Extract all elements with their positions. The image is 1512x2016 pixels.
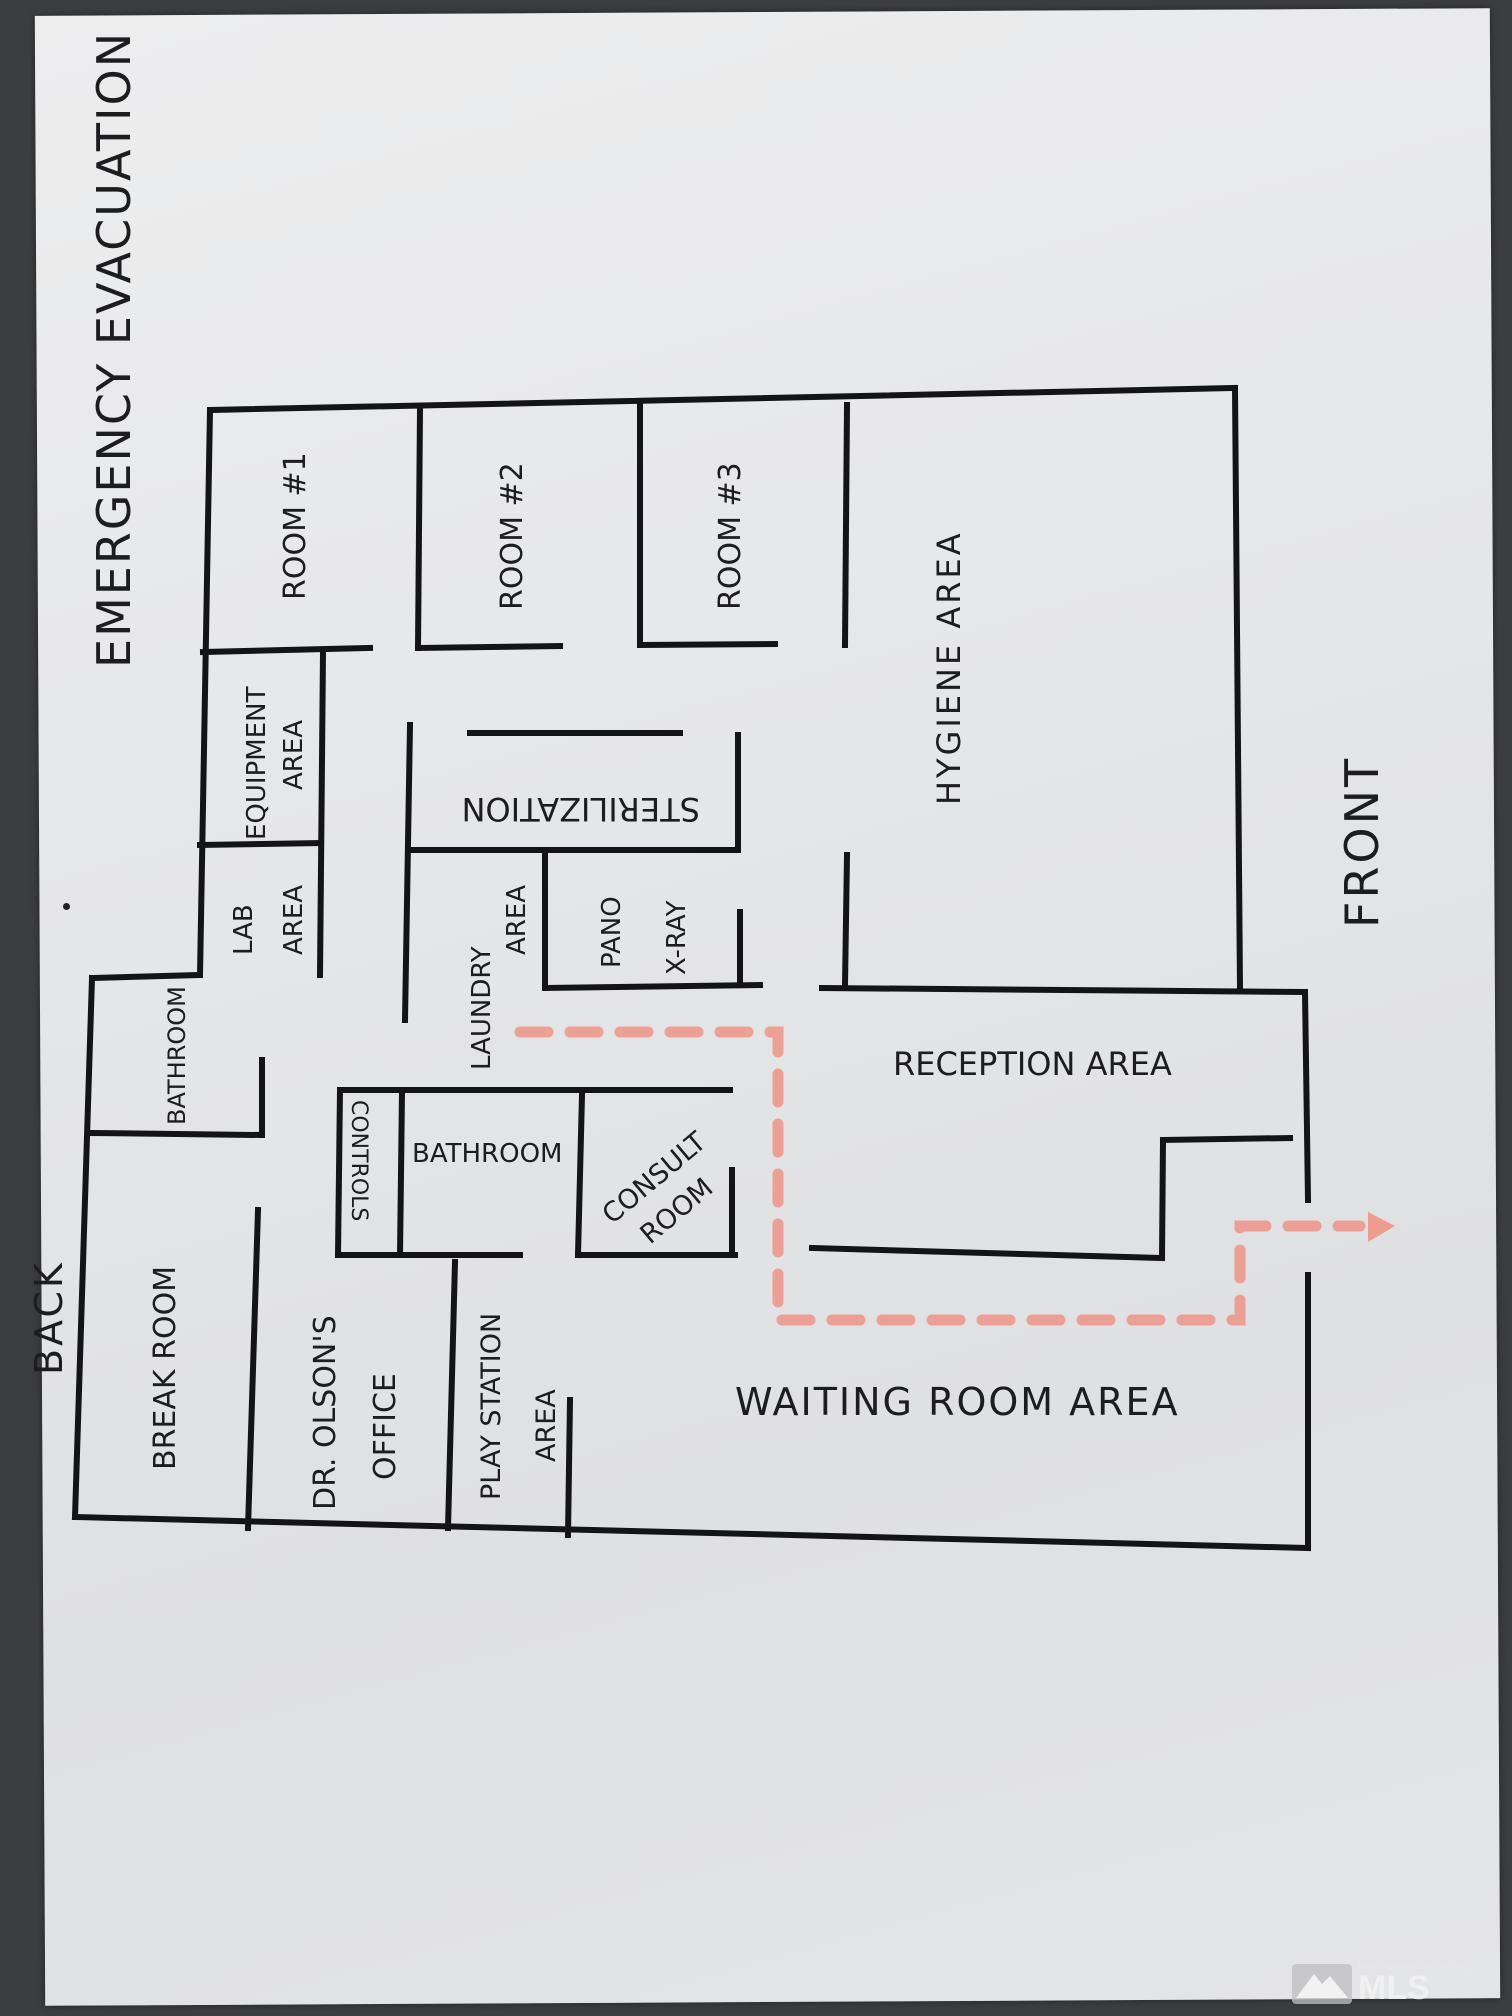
room3-label: ROOM #3	[713, 462, 748, 610]
play-station-label-2: AREA	[531, 1389, 562, 1462]
laundry-label-1: LAUNDRY	[467, 946, 497, 1070]
office-label-1: DR. OLSON'S	[308, 1315, 343, 1510]
watermark-big-text: MLS	[1358, 1969, 1430, 2007]
controls-label: CONTROLS	[346, 1100, 371, 1221]
evacuation-arrow	[1368, 1212, 1395, 1242]
watermark-small-text: NORTHERN NV REGIONAL	[1358, 1962, 1471, 1971]
play-station-label-1: PLAY STATION	[476, 1313, 507, 1500]
punch-hole	[63, 903, 70, 910]
office-label-2: OFFICE	[368, 1373, 403, 1480]
title-text: EMERGENCY EVACUATION	[87, 31, 141, 668]
walls	[71, 384, 1312, 1552]
lab-label-2: AREA	[279, 885, 309, 955]
room-labels: EMERGENCY EVACUATION FRONT BACK ROOM #1 …	[27, 31, 1389, 1510]
room1-label: ROOM #1	[278, 452, 313, 600]
evacuation-route	[514, 1026, 1366, 1326]
mls-watermark: NORTHERN NV REGIONAL MLS	[1292, 1960, 1492, 2008]
room2-label: ROOM #2	[495, 462, 530, 610]
equipment-label-1: EQUIPMENT	[242, 686, 272, 840]
bathroom-back-label: BATHROOM	[163, 986, 191, 1125]
reception-label: RECEPTION AREA	[893, 1045, 1172, 1083]
break-room-label: BREAK ROOM	[148, 1266, 183, 1470]
hygiene-label: HYGIENE AREA	[930, 530, 968, 805]
bathroom-mid-label: BATHROOM	[412, 1139, 562, 1169]
pano-label-1: PANO	[597, 896, 627, 968]
laundry-label-2: AREA	[502, 885, 532, 955]
waiting-room-label: WAITING ROOM AREA	[735, 1380, 1180, 1424]
equipment-label-2: AREA	[279, 720, 309, 790]
lab-label-1: LAB	[229, 904, 259, 955]
back-label: BACK	[27, 1260, 71, 1375]
sterilization-label: STERILIZATION	[462, 790, 700, 828]
front-label: FRONT	[1335, 756, 1389, 928]
mountain-logo-icon	[1292, 1964, 1352, 2004]
pano-label-2: X-RAY	[662, 900, 692, 975]
